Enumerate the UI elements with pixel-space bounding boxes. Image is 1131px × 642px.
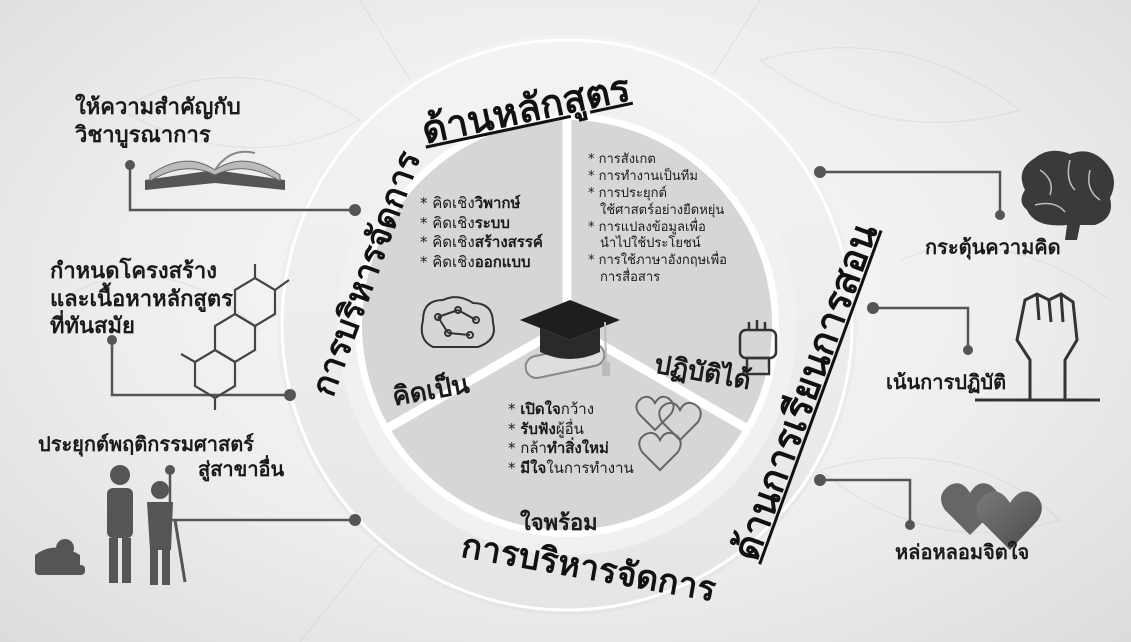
molecule-icon: [180, 264, 290, 410]
think-item: * คิดเชิงสร้างสรรค์: [420, 233, 543, 251]
graduation-cap-icon: [520, 300, 620, 380]
practice-item: การสื่อสาร: [600, 270, 661, 286]
practice-items: * การสังเกต * การทำงานเป็นทีม * การประยุ…: [588, 152, 727, 287]
circuit-brain-icon: [420, 296, 495, 348]
nurture-mind-label: หล่อหลอมจิตใจ: [895, 540, 1030, 564]
apply-behavioral-science-label: ประยุกต์พฤติกรรมศาสตร์ สู่สาขาอื่น: [38, 432, 285, 481]
practice-item: ใช้ศาสตร์อย่างยืดหยุ่น: [600, 202, 725, 218]
think-items: * คิดเชิงวิพากษ์ * คิดเชิงระบบ * คิดเชิง…: [420, 194, 543, 272]
think-item: * คิดเชิงวิพากษ์: [420, 194, 521, 212]
brain-icon: [1021, 150, 1114, 240]
book-icon: [145, 150, 285, 190]
practice-item: * การแปลงข้อมูลเพื่อ: [588, 219, 706, 235]
heart-item: * กล้าทำสิ่งใหม่: [508, 439, 609, 457]
people-icon: [35, 465, 187, 585]
think-item: * คิดเชิงระบบ: [420, 213, 510, 232]
fist-icon: [975, 292, 1100, 402]
heart-item: * เปิดใจกว้าง: [508, 400, 595, 418]
heart-item: * มีใจในการทำงาน: [508, 458, 634, 477]
connectors-right: [820, 170, 1002, 525]
curriculum-structure-label: กำหนดโครงสร้าง และเนื้อหาหลักสูตร ที่ทัน…: [50, 259, 233, 339]
hand-icon: [738, 320, 778, 376]
stimulate-thinking-label: กระตุ้นความคิด: [925, 235, 1061, 259]
outer-ring-line: [280, 38, 854, 612]
think-item: * คิดเชิงออกแบบ: [420, 252, 531, 271]
practice-item: * การสังเกต: [588, 152, 656, 167]
emphasize-practice-label: เน้นการปฏิบัติ: [886, 370, 1007, 394]
heart-items: * เปิดใจกว้าง * รับฟังผู้อื่น * กล้าทำสิ…: [508, 400, 634, 478]
heart-item: * รับฟังผู้อื่น: [508, 419, 584, 438]
outline-hearts-icon: [635, 395, 702, 472]
practice-item: * การประยุกต์: [588, 185, 667, 201]
hearts-icon: [941, 483, 1042, 550]
heart-sector-label: ใจพร้อม: [520, 511, 598, 536]
practice-item: นำไปใช้ประโยชน์: [600, 236, 701, 252]
practice-item: * การใช้ภาษาอังกฤษเพื่อ: [588, 253, 727, 269]
practice-item: * การทำงานเป็นทีม: [588, 168, 698, 184]
interdisciplinary-label: ให้ความสำคัญกับ วิชาบูรณาการ: [75, 95, 241, 148]
